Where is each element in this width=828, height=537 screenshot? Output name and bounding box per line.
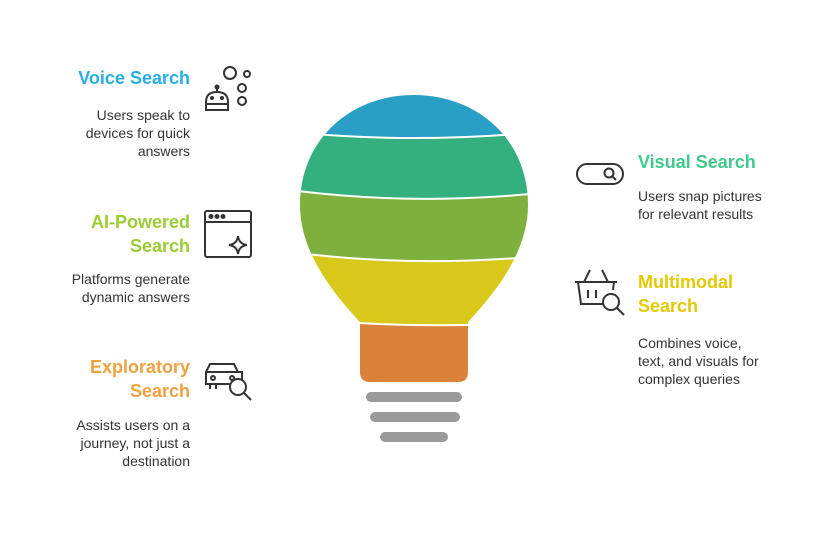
visual-search-title: Visual Search [638, 152, 756, 172]
voice-assistant-icon [205, 66, 251, 111]
ai-powered-search-desc: Platforms generate dynamic answers [71, 271, 190, 305]
search-bar-icon [576, 163, 624, 185]
ai-powered-search-title-line2: Search [129, 236, 190, 256]
exploratory-search-desc: Assists users on a journey, not just a d… [76, 417, 190, 469]
exploratory-search-title-line1: Exploratory [89, 357, 190, 377]
multimodal-search-title-line2: Search [638, 296, 699, 316]
visual-search-desc: Users snap pictures for relevant results [638, 188, 762, 222]
exploratory-search-title: Exploratory Search [90, 355, 190, 403]
bulb-base-bar-3 [380, 432, 448, 442]
multimodal-search-desc: Combines voice, text, and visuals for co… [638, 335, 759, 387]
basket-search-icon [575, 269, 625, 316]
voice-search-desc: Users speak to devices for quick answers [85, 107, 190, 159]
voice-search-title: Voice Search [78, 68, 190, 88]
bulb-segment-voice [300, 95, 528, 138]
exploratory-search-title-line2: Search [129, 381, 190, 401]
ai-powered-search-title-line1: AI-Powered [90, 212, 190, 232]
bulb-segment-exploratory [300, 318, 528, 382]
bulb-segment-multimodal [300, 252, 528, 327]
bulb-segment-visual [300, 132, 528, 200]
bulb-base-bar-1 [366, 392, 462, 402]
multimodal-search-title: Multimodal Search [638, 270, 733, 318]
multimodal-search-title-line1: Multimodal [638, 272, 733, 292]
browser-sparkle-icon [204, 210, 252, 258]
bulb-base-bar-2 [370, 412, 460, 422]
car-search-icon [205, 363, 252, 401]
bulb-segment-ai [300, 190, 528, 262]
ai-powered-search-title: AI-Powered Search [91, 210, 190, 258]
